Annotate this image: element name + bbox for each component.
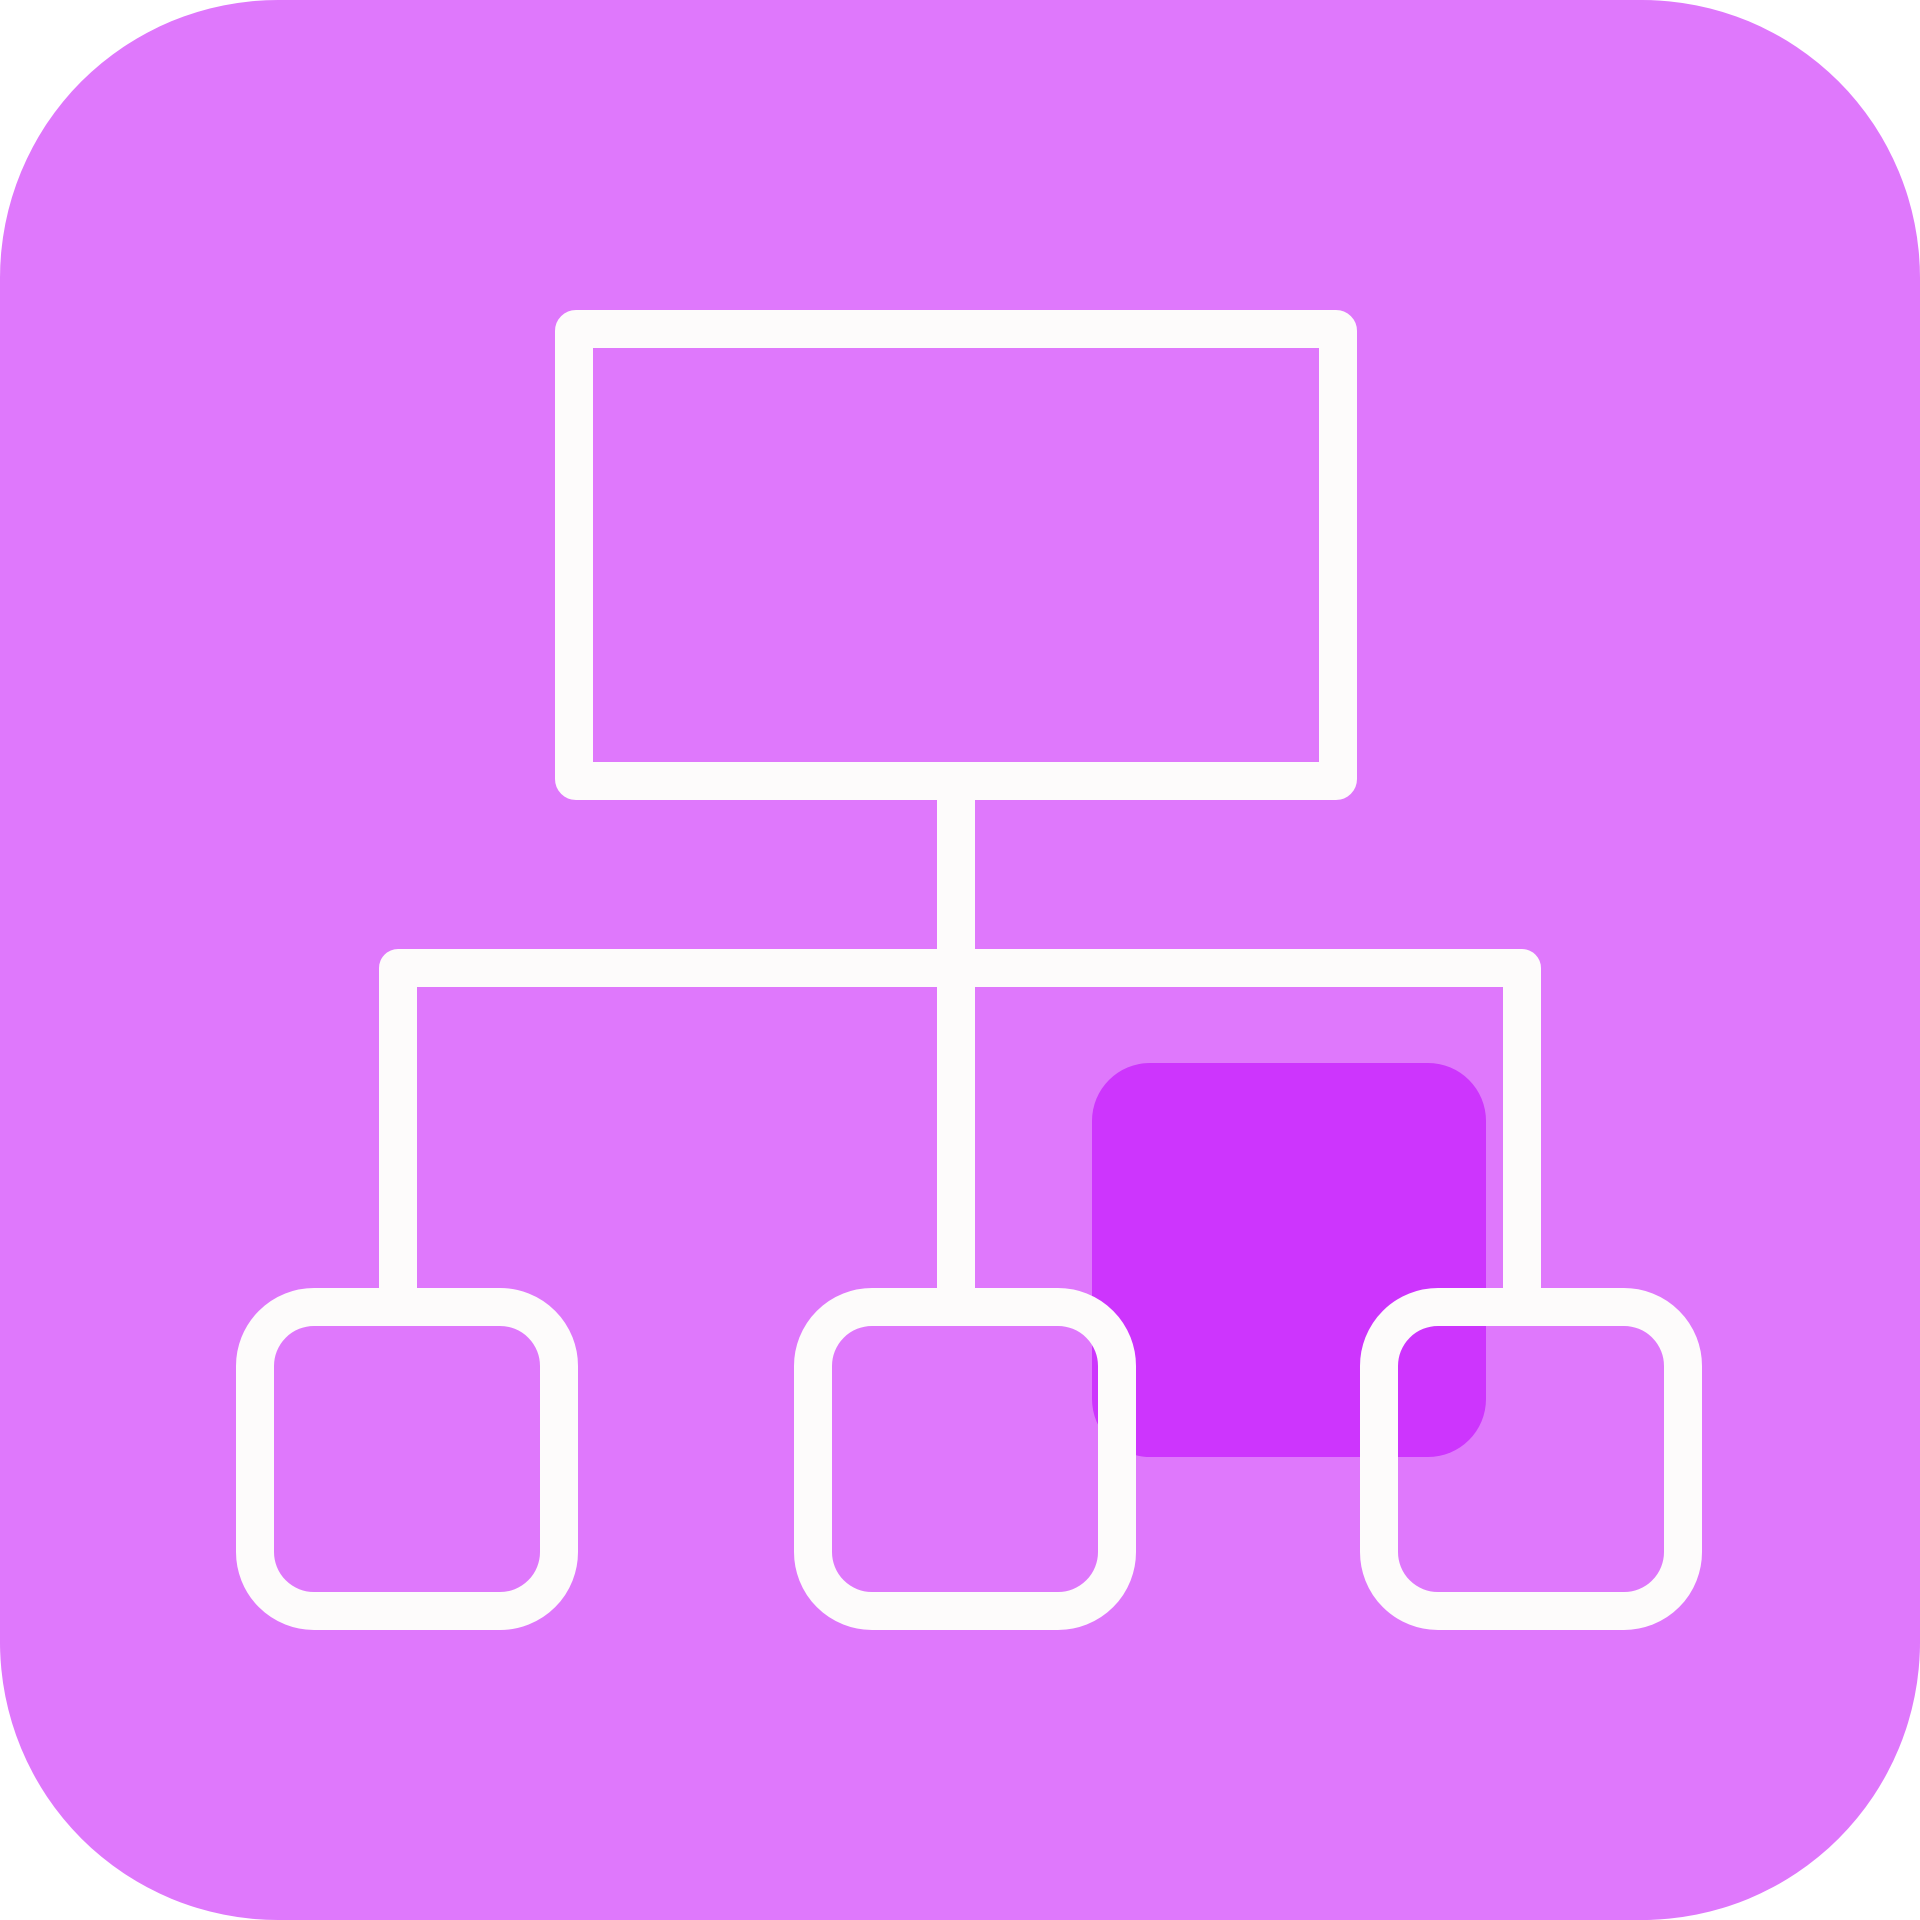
accent-square xyxy=(1092,1063,1486,1457)
branch-line xyxy=(379,949,1541,1308)
child-node-middle xyxy=(794,1288,1136,1630)
child-node-left xyxy=(236,1288,578,1630)
child-node-right xyxy=(1360,1288,1702,1630)
connector-lines xyxy=(379,781,1541,1308)
